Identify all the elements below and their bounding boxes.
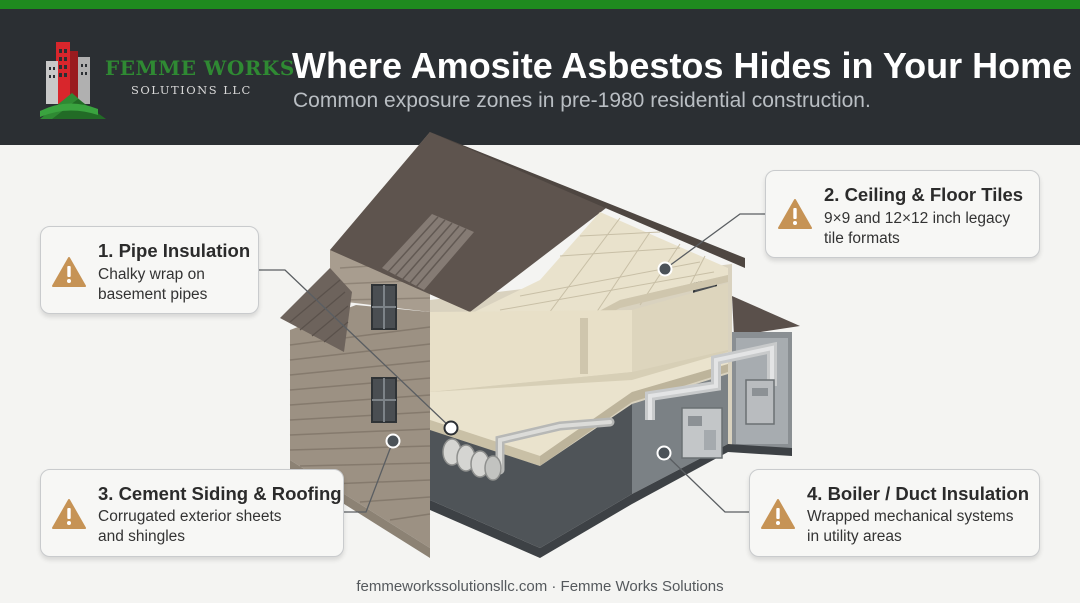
- utility-room: [632, 374, 728, 494]
- warning-icon: [761, 499, 795, 529]
- brand-logo: FEMME WORKS SOLUTIONS LLC: [38, 39, 294, 121]
- porch-roof: [280, 268, 352, 352]
- callout-title: 3. Cement Siding & Roofing: [98, 483, 342, 504]
- callout-cement-siding-roofing: 3. Cement Siding & Roofing Corrugated ex…: [40, 469, 344, 557]
- brand-name: FEMME WORKS: [105, 56, 295, 80]
- callout-title: 2. Ceiling & Floor Tiles: [824, 184, 1024, 205]
- leader-line-1: [259, 269, 452, 429]
- callout-ceiling-floor-tiles: 2. Ceiling & Floor Tiles 9×9 and 12×12 i…: [765, 170, 1040, 258]
- marker-dot: [443, 420, 459, 436]
- house-cutaway-diagram: [259, 132, 800, 558]
- annex-roof: [732, 296, 800, 336]
- marker-dot: [657, 261, 673, 277]
- boiler-unit: [745, 379, 775, 425]
- boiler-unit: [681, 407, 723, 459]
- window: [371, 284, 397, 330]
- page-subtitle: Common exposure zones in pre-1980 reside…: [293, 89, 871, 112]
- window: [371, 377, 397, 423]
- top-accent-bar: [0, 0, 1080, 9]
- page-title: Where Amosite Asbestos Hides in Your Hom…: [292, 45, 1073, 86]
- warning-icon: [52, 257, 86, 287]
- building-logo-icon: [40, 42, 106, 119]
- header-banner: FEMME WORKS SOLUTIONS LLC Where Amosite …: [0, 9, 1080, 145]
- callout-boiler-duct-insulation: 4. Boiler / Duct Insulation Wrapped mech…: [749, 469, 1040, 557]
- brand-tagline: SOLUTIONS LLC: [131, 83, 252, 97]
- warning-icon: [52, 499, 86, 529]
- cement-siding-wall: [290, 305, 430, 548]
- leader-line-3: [344, 440, 394, 513]
- ceiling-tile-grid: [462, 212, 728, 332]
- callout-title: 1. Pipe Insulation: [98, 240, 251, 261]
- footer-credit: femmeworkssolutionsllc.com · Femme Works…: [356, 578, 724, 595]
- marker-dot: [385, 433, 401, 449]
- floor-tile-slab: [430, 352, 728, 456]
- leader-line-4: [663, 452, 749, 513]
- basement-room: [430, 404, 632, 548]
- duct-insulation: [645, 341, 777, 420]
- warning-icon: [778, 199, 812, 229]
- marker-dot: [656, 445, 672, 461]
- corrugated-roof-sheet: [382, 214, 474, 290]
- callout-title: 4. Boiler / Duct Insulation: [807, 483, 1030, 504]
- insulated-pipe: [442, 417, 615, 481]
- leader-line-2: [664, 213, 765, 270]
